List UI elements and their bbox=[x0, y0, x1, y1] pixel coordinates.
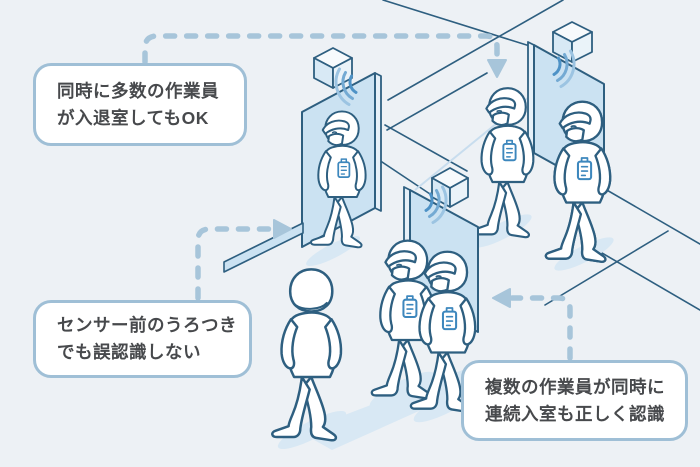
arrow-no-false-recognition bbox=[195, 219, 292, 301]
arrow-down-icon bbox=[487, 59, 507, 78]
walkway-shadow bbox=[300, 368, 488, 450]
sensor-box-icon bbox=[431, 167, 469, 208]
arrow-right-icon bbox=[273, 219, 292, 239]
callout-text-line: でも誤認識しない bbox=[57, 342, 201, 362]
sensor-box-icon bbox=[313, 47, 353, 89]
sensor-wave-icon bbox=[334, 67, 358, 106]
gate-1-baseboard bbox=[223, 222, 304, 273]
callout-text-line: 連続入室も正しく認識 bbox=[485, 403, 665, 424]
sensor-wave-icon bbox=[552, 49, 576, 88]
callout-continuous-entry: 複数の作業員が同時に 連続入室も正しく認識 bbox=[461, 360, 688, 441]
arrow-left-icon bbox=[492, 288, 511, 308]
arrow-simultaneous-entry bbox=[142, 33, 507, 78]
sensor-box-icon bbox=[552, 21, 593, 63]
callout-text-line: 同時に多数の作業員 bbox=[57, 80, 219, 101]
callout-simultaneous-entry: 同時に多数の作業員 が入退室してもOK bbox=[33, 63, 247, 146]
callout-text-line: が入退室してもOK bbox=[57, 107, 209, 128]
callout-no-false-recognition: センサー前のうろつき でも誤認識しない bbox=[33, 300, 252, 378]
annotation-arrows bbox=[142, 33, 573, 361]
wall-lines bbox=[378, 0, 564, 197]
callout-text-line: 複数の作業員が同時に bbox=[485, 376, 665, 397]
callout-text-line: センサー前のうろつき bbox=[57, 315, 237, 335]
arrow-continuous-entry bbox=[492, 288, 573, 361]
sensor-wave-icon bbox=[424, 185, 448, 224]
